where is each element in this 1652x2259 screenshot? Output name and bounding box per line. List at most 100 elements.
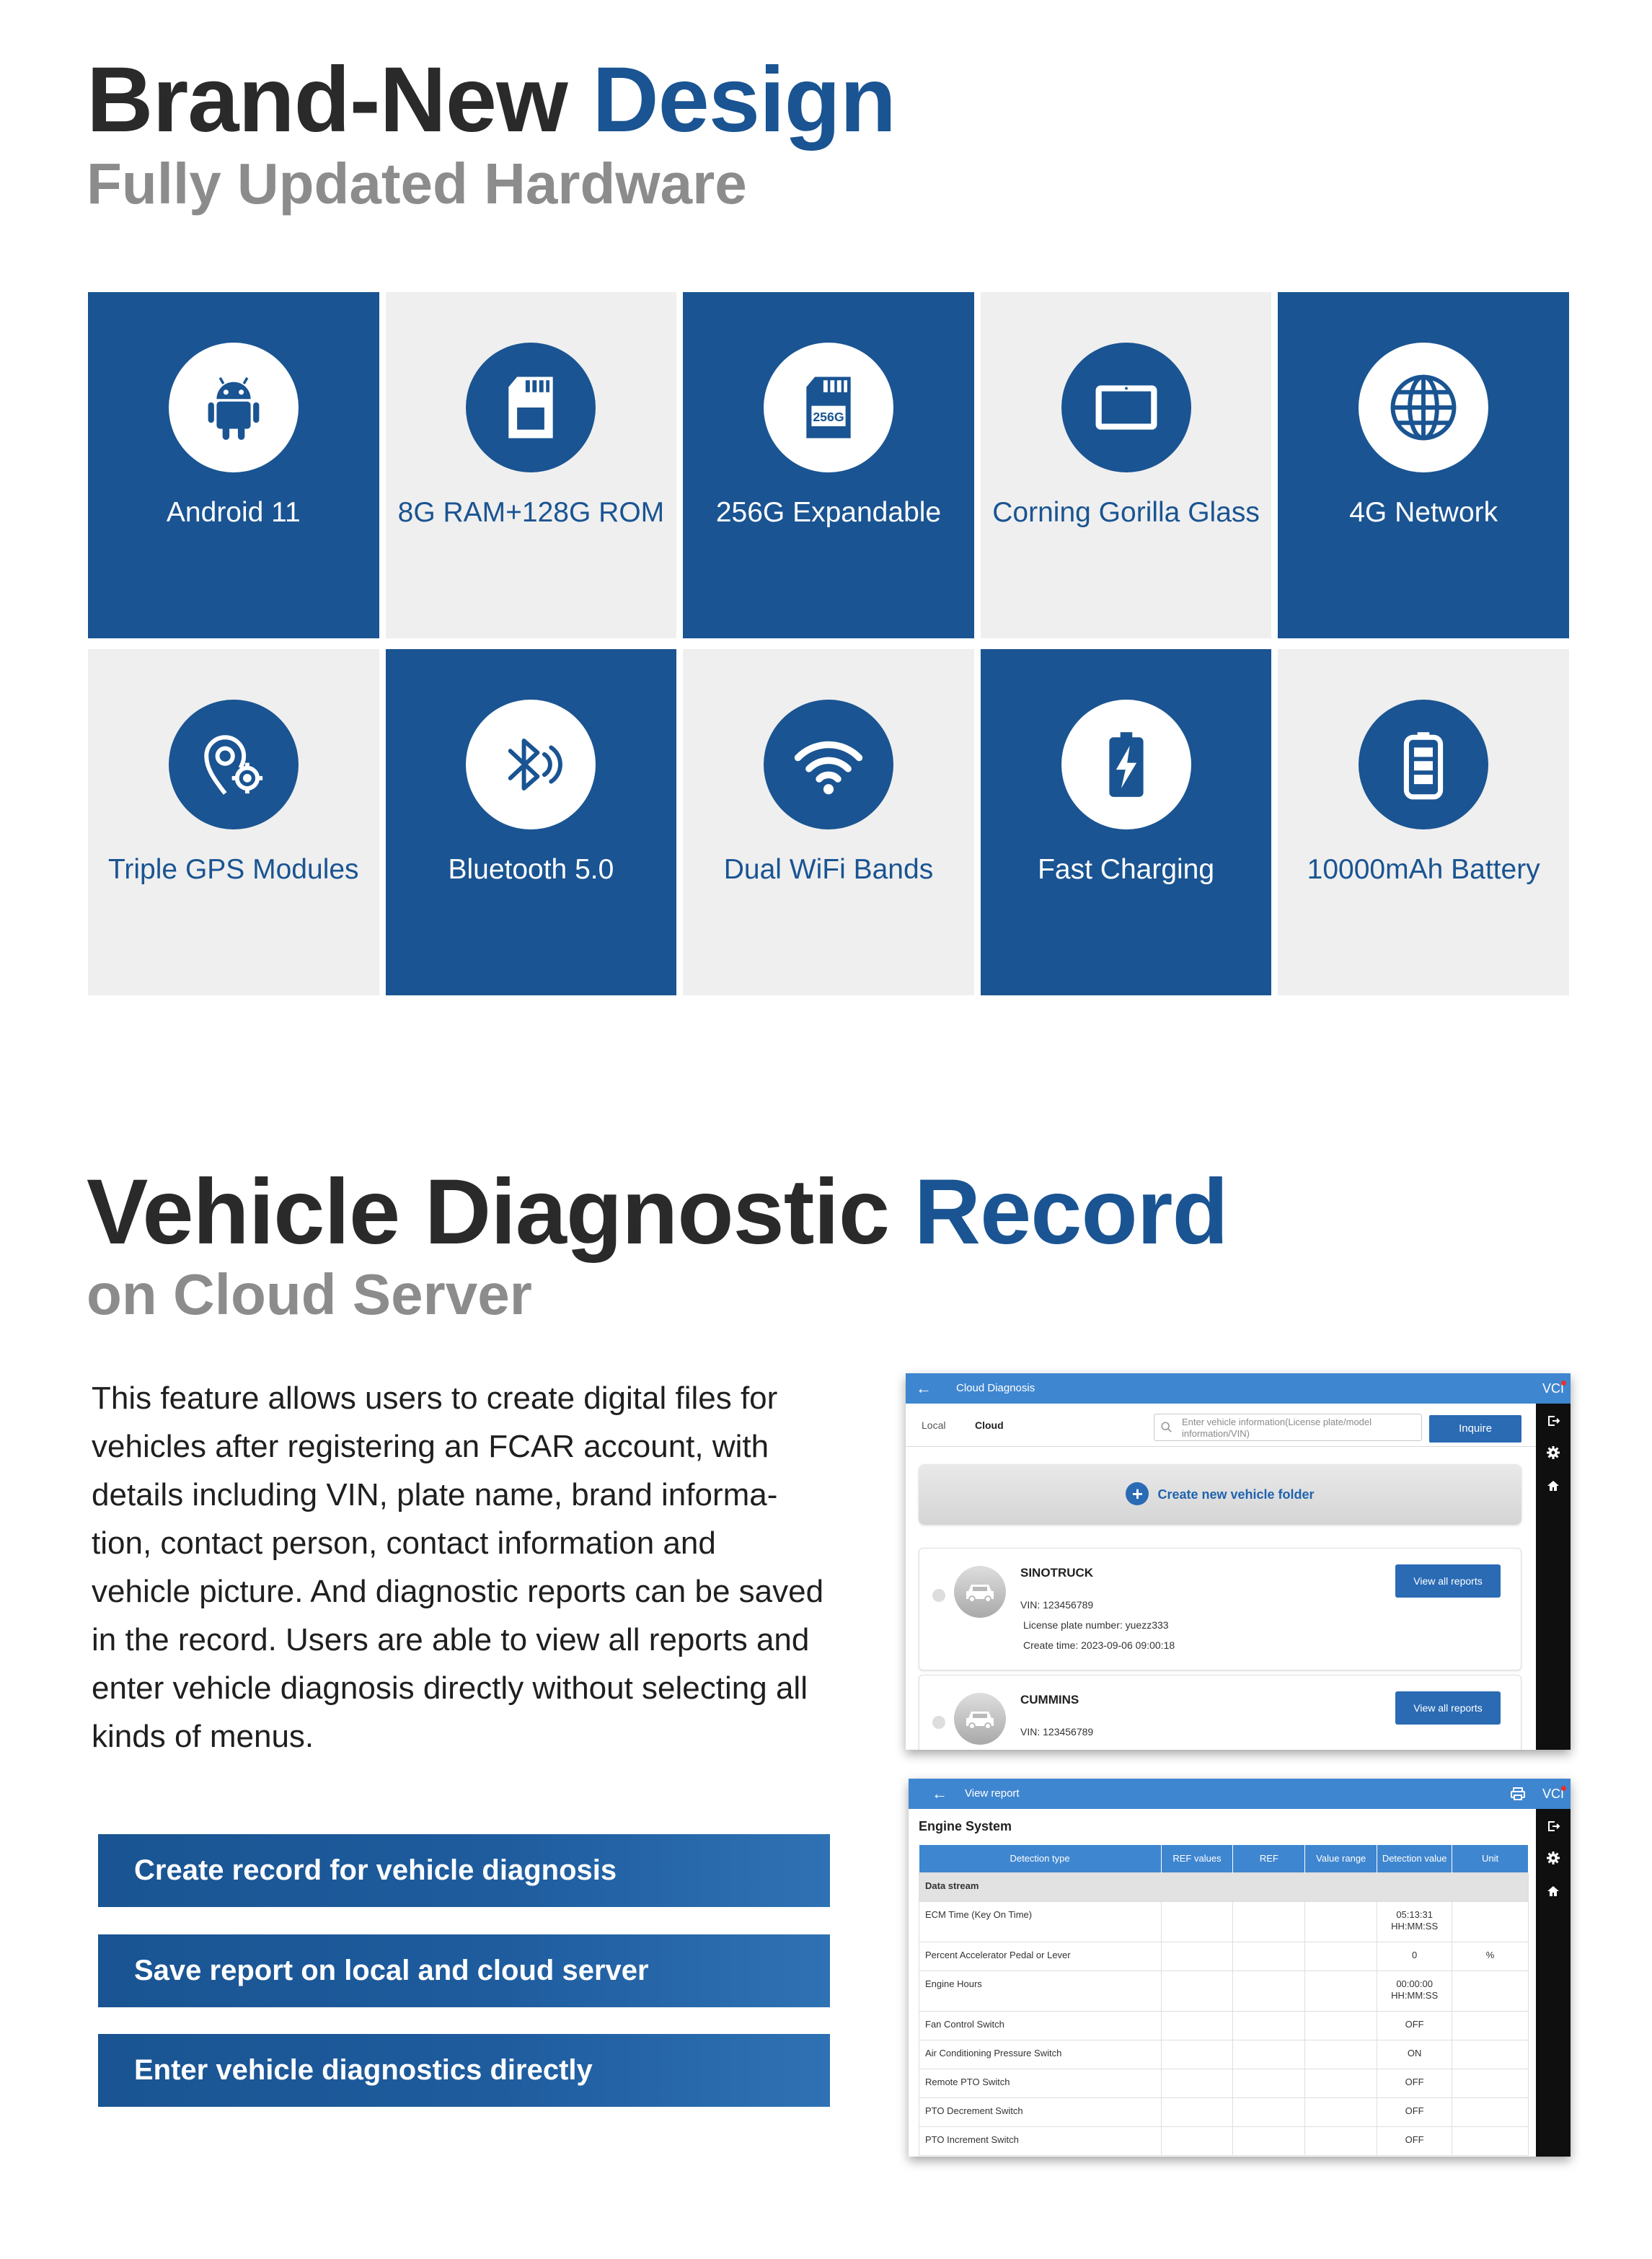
feature-label: 10000mAh Battery bbox=[1307, 854, 1540, 885]
detection-value-cell: 05:13:31 HH:MM:SS bbox=[1377, 1901, 1453, 1942]
home-icon[interactable] bbox=[1546, 1479, 1560, 1493]
description-line: This feature allows users to create digi… bbox=[92, 1380, 778, 1416]
app-header: ← View report bbox=[909, 1779, 1536, 1809]
detection-value-cell: OFF bbox=[1377, 2097, 1453, 2127]
gear-icon[interactable] bbox=[1546, 1445, 1560, 1460]
detection-type-cell: PTO Decrement Switch bbox=[919, 2097, 1162, 2127]
hardware-title-main: Brand-New bbox=[87, 48, 593, 151]
sd-card-icon bbox=[466, 343, 596, 472]
ref-values-cell bbox=[1160, 2068, 1234, 2098]
vci-alert-dot bbox=[1561, 1380, 1566, 1386]
vci-status[interactable]: VCI bbox=[1536, 1373, 1571, 1404]
feature-tile: Dual WiFi Bands bbox=[683, 649, 974, 995]
car-icon bbox=[954, 1566, 1006, 1618]
gps-pin-icon bbox=[168, 700, 299, 829]
battery-charging-icon bbox=[1061, 700, 1191, 829]
search-icon bbox=[1161, 1422, 1172, 1432]
back-arrow-icon[interactable]: ← bbox=[932, 1784, 948, 1802]
car-icon bbox=[954, 1693, 1006, 1745]
feature-label: 8G RAM+128G ROM bbox=[397, 497, 665, 528]
view-all-reports-button[interactable]: View all reports bbox=[1395, 1691, 1501, 1725]
detection-value-cell: ON bbox=[1377, 2039, 1453, 2069]
vci-alert-dot bbox=[1561, 1786, 1566, 1791]
unit-cell bbox=[1452, 2068, 1529, 2098]
exit-icon[interactable] bbox=[1546, 1819, 1560, 1833]
globe-icon bbox=[1359, 343, 1489, 472]
vci-status[interactable]: VCI bbox=[1536, 1779, 1571, 1809]
sd-card-256g-icon: 256G bbox=[763, 343, 893, 472]
ref-cell bbox=[1232, 1941, 1306, 1971]
ref-values-cell bbox=[1160, 2126, 1234, 2156]
ref-cell bbox=[1232, 2010, 1306, 2040]
home-icon[interactable] bbox=[1546, 1884, 1560, 1898]
create-vehicle-folder-button[interactable]: +Create new vehicle folder bbox=[919, 1464, 1521, 1525]
feature-label: Bluetooth 5.0 bbox=[448, 854, 614, 885]
ref-values-cell bbox=[1160, 2039, 1234, 2069]
group-label: Data stream bbox=[919, 1872, 1529, 1902]
description-line: kinds of menus. bbox=[92, 1719, 314, 1754]
table-row: ECM Time (Key On Time) 05:13:31 HH:MM:SS bbox=[919, 1901, 1529, 1942]
report-section-title: Engine System bbox=[919, 1819, 1012, 1833]
detection-type-cell: ECM Time (Key On Time) bbox=[919, 1901, 1162, 1942]
back-arrow-icon[interactable]: ← bbox=[916, 1379, 932, 1397]
description-line: tion, contact person, contact informatio… bbox=[92, 1525, 716, 1561]
hardware-subtitle: Fully Updated Hardware bbox=[87, 151, 747, 216]
vehicle-search-input[interactable]: Enter vehicle information(License plate/… bbox=[1154, 1414, 1422, 1441]
table-group-row: Data stream bbox=[919, 1872, 1529, 1902]
column-header: REF values bbox=[1161, 1845, 1234, 1872]
feature-label: Dual WiFi Bands bbox=[723, 854, 934, 885]
detection-value-cell: 0 bbox=[1377, 1941, 1453, 1971]
vehicle-select-radio[interactable] bbox=[932, 1716, 945, 1729]
exit-icon[interactable] bbox=[1546, 1414, 1560, 1428]
hardware-title-accent: Design bbox=[592, 48, 896, 151]
feature-label: 256G Expandable bbox=[715, 497, 942, 528]
ref-cell bbox=[1232, 1901, 1306, 1942]
feature-tile: Corning Gorilla Glass bbox=[980, 292, 1272, 638]
tab-cloud[interactable]: Cloud bbox=[975, 1419, 1004, 1431]
vehicle-plate: License plate number: yuezz333 bbox=[1023, 1619, 1169, 1631]
vehicle-select-radio[interactable] bbox=[932, 1589, 945, 1602]
vehicle-vin: VIN: 123456789 bbox=[1020, 1599, 1094, 1611]
detection-type-cell: Remote PTO Switch bbox=[919, 2068, 1162, 2098]
ref-cell bbox=[1232, 2126, 1306, 2156]
value-range-cell bbox=[1304, 2039, 1378, 2069]
value-range-cell bbox=[1304, 1970, 1378, 2012]
ref-cell bbox=[1232, 2097, 1306, 2127]
feature-tile: 10000mAh Battery bbox=[1278, 649, 1569, 995]
description-line: enter vehicle diagnosis directly without… bbox=[92, 1670, 808, 1706]
value-range-cell bbox=[1304, 2068, 1378, 2098]
report-table: Detection type REF values REF Value rang… bbox=[919, 1845, 1529, 2156]
detection-type-cell: PTO Increment Switch bbox=[919, 2126, 1162, 2156]
gear-icon[interactable] bbox=[1546, 1851, 1560, 1865]
vehicle-card[interactable]: CUMMINS VIN: 123456789 View all reports bbox=[919, 1675, 1521, 1750]
view-all-reports-button[interactable]: View all reports bbox=[1395, 1564, 1501, 1598]
detection-type-cell: Engine Hours bbox=[919, 1970, 1162, 2012]
value-range-cell bbox=[1304, 1941, 1378, 1971]
vehicle-card[interactable]: SINOTRUCK VIN: 123456789 License plate n… bbox=[919, 1548, 1521, 1670]
print-icon[interactable] bbox=[1510, 1787, 1526, 1801]
value-range-cell bbox=[1304, 2097, 1378, 2127]
column-header: Value range bbox=[1304, 1845, 1378, 1872]
bluetooth-icon bbox=[466, 700, 596, 829]
column-header: Unit bbox=[1452, 1845, 1529, 1872]
tab-local[interactable]: Local bbox=[922, 1419, 946, 1431]
tab-row: Local Cloud Enter vehicle information(Li… bbox=[906, 1404, 1536, 1447]
app-header: ← Cloud Diagnosis bbox=[906, 1373, 1536, 1404]
detection-value-cell: OFF bbox=[1377, 2068, 1453, 2098]
table-row: Remote PTO Switch OFF bbox=[919, 2068, 1529, 2098]
side-rail: VCI bbox=[1536, 1373, 1571, 1750]
feature-tile: 256G 256G Expandable bbox=[683, 292, 974, 638]
feature-tile: 4G Network bbox=[1278, 292, 1569, 638]
ref-cell bbox=[1232, 2068, 1306, 2098]
feature-tile: Fast Charging bbox=[980, 649, 1272, 995]
feature-bar-create-record: Create record for vehicle diagnosis bbox=[98, 1834, 830, 1907]
tablet-icon bbox=[1061, 343, 1191, 472]
unit-cell bbox=[1452, 1970, 1529, 2012]
inquire-button[interactable]: Inquire bbox=[1429, 1415, 1521, 1443]
cloud-subtitle: on Cloud Server bbox=[87, 1262, 532, 1326]
unit-cell bbox=[1452, 2039, 1529, 2069]
unit-cell bbox=[1452, 2126, 1529, 2156]
ref-cell bbox=[1232, 2039, 1306, 2069]
